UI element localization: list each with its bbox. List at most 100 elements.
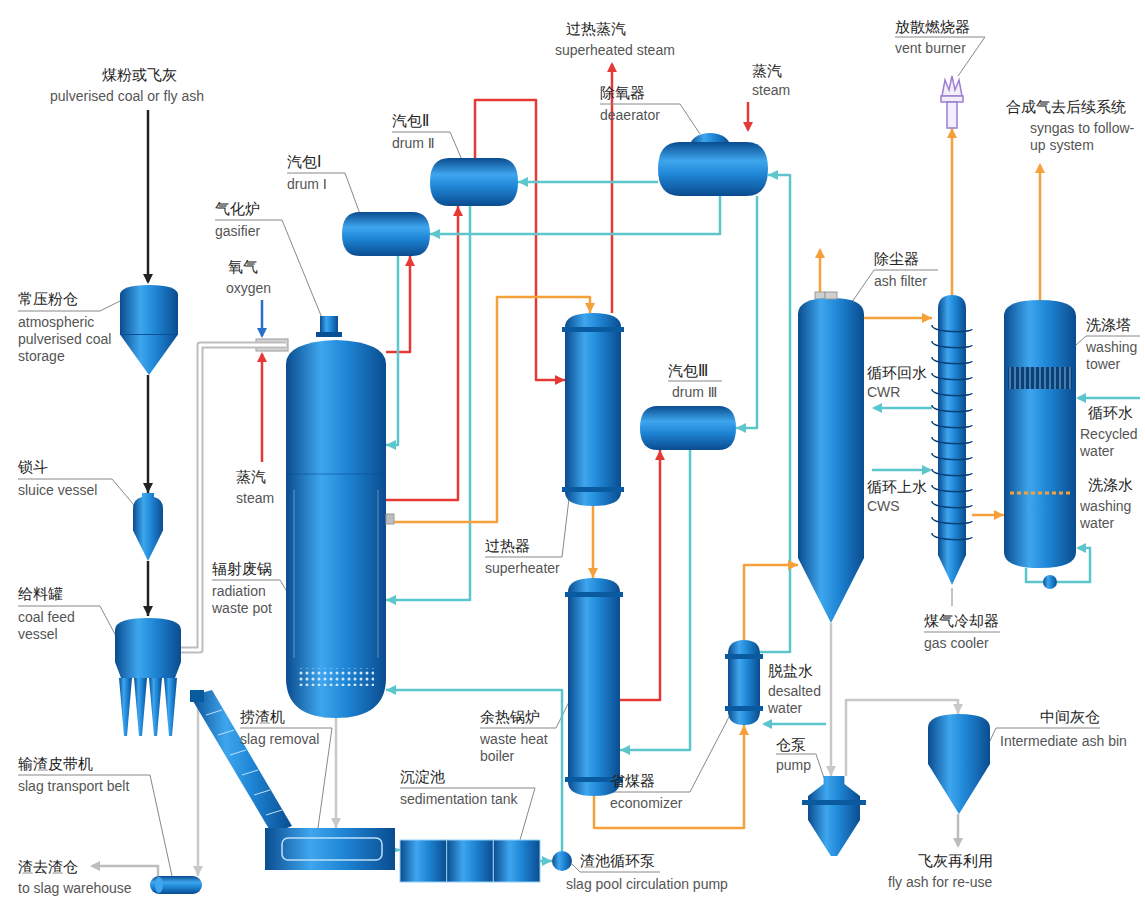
equipment-label: 锁斗 — [18, 458, 48, 476]
stream-label: pulverised coal or fly ash — [50, 88, 204, 105]
equipment-shape — [932, 295, 972, 585]
equipment-shape — [133, 493, 163, 561]
stream-label: fly ash for re-use — [888, 874, 992, 891]
equipment-shape — [808, 776, 860, 856]
arrow-head — [386, 685, 396, 695]
stream-label: steam — [236, 490, 274, 507]
equipment-label-en: gasifier — [215, 223, 260, 240]
equipment: 煤气冷却器gas cooler — [932, 295, 972, 585]
arrow-head — [386, 595, 396, 605]
equipment-shape — [728, 640, 760, 725]
stream-label: 洗涤水 — [1088, 476, 1133, 494]
equipment-label-en: deaerator — [600, 107, 660, 124]
equipment: 放散燃烧器vent burner — [938, 76, 966, 128]
stream-label: 循环回水 — [867, 364, 927, 382]
arrow-head — [739, 725, 749, 735]
pipe-line — [475, 100, 565, 385]
leader-line — [668, 381, 722, 382]
equipment-label: 仓泵 — [776, 736, 806, 754]
equipment-label-en: superheater — [485, 560, 560, 577]
equipment-label: 汽包Ⅰ — [287, 153, 321, 171]
equipment-shape — [286, 316, 386, 490]
equipment-label-en: vent burner — [895, 40, 966, 57]
equipment: 汽包Ⅲdrum Ⅲ — [640, 406, 736, 450]
arrow-head — [430, 229, 440, 239]
leader-line — [215, 220, 322, 318]
equipment-label: 洗涤塔 — [1086, 316, 1131, 334]
stream-label: 蒸汽 — [752, 62, 782, 80]
equipment: 洗涤塔washing tower — [1004, 300, 1076, 568]
pipe-line — [864, 313, 932, 323]
leader-line — [480, 700, 570, 728]
arrow-head — [143, 483, 153, 493]
equipment-label-en: gas cooler — [924, 635, 989, 652]
equipment-label: 余热锅炉 — [480, 708, 540, 726]
equipment-label: 中间灰仓 — [1040, 708, 1100, 726]
pipe-line — [193, 703, 203, 876]
stream-label: washing water — [1080, 498, 1140, 532]
stream-label: 煤粉或飞灰 — [102, 66, 177, 84]
equipment: 常压粉仓atmospheric pulverised coal storage — [120, 285, 178, 375]
arrow-head — [405, 256, 415, 266]
stream-label: 蒸汽 — [236, 468, 266, 486]
equipment: 余热锅炉waste heat boiler — [568, 578, 620, 796]
equipment-shape — [430, 158, 518, 206]
arrow-head — [826, 766, 836, 776]
equipment-label-en: slag pool circulation pump — [566, 876, 728, 893]
equipment-label: 常压粉仓 — [18, 290, 78, 308]
equipment-label: 除氧器 — [600, 84, 645, 102]
leader-line — [287, 173, 360, 214]
arrow-head — [788, 560, 798, 570]
stream-label: 循环水 — [1088, 404, 1133, 422]
stream-label: CWR — [867, 384, 900, 401]
leader-line — [610, 715, 730, 792]
equipment-shape — [640, 406, 736, 450]
equipment-label-en: atmospheric pulverised coal storage — [18, 314, 113, 364]
leader-line — [392, 132, 462, 160]
equipment-label-en: waste heat boiler — [480, 731, 560, 765]
equipment: 锁斗sluice vessel — [133, 493, 163, 561]
equipment-label: 汽包Ⅲ — [668, 362, 708, 380]
equipment-label: 输渣皮带机 — [18, 755, 93, 773]
equipment-shape — [565, 313, 621, 506]
equipment: 捞渣机slag removal — [190, 690, 395, 875]
equipment: 除尘器ash filter — [798, 298, 864, 623]
equipment: 辐射废锅radiation waste pot — [286, 490, 386, 718]
pipe-line — [588, 506, 598, 578]
equipment: 过热器superheater — [565, 313, 621, 506]
pipe-line — [143, 375, 153, 493]
arrow-head — [947, 128, 957, 138]
equipment-label: 渣池循环泵 — [580, 852, 655, 870]
arrow-head — [453, 206, 463, 216]
equipment-shape — [286, 490, 386, 718]
pipe-line — [386, 206, 470, 605]
equipment: 气化炉gasifier — [286, 316, 386, 490]
equipment-label-en: pump — [776, 757, 811, 774]
arrow-head — [953, 704, 963, 714]
equipment-label: 过热器 — [485, 537, 530, 555]
equipment-shape — [798, 298, 864, 623]
leader-line — [924, 632, 1000, 633]
equipment-shape — [568, 578, 620, 796]
pipe-line — [744, 560, 798, 640]
equipment-shape — [400, 840, 540, 882]
arrow-head — [585, 303, 595, 313]
equipment: 除氧器deaerator — [658, 132, 768, 196]
equipment-label-en: radiation waste pot — [212, 583, 284, 617]
equipment-label: 捞渣机 — [240, 708, 285, 726]
stream-label: oxygen — [226, 280, 271, 297]
equipment-label: 放散燃烧器 — [895, 18, 970, 36]
pipe-line — [386, 685, 562, 851]
stream-label: 合成气去后续系统 — [1006, 98, 1126, 116]
stream-label: 飞灰再利用 — [918, 852, 993, 870]
leader-line — [776, 754, 824, 778]
equipment-shape — [120, 285, 178, 375]
stream-label: 循环上水 — [867, 478, 927, 496]
pipe-line — [181, 345, 286, 650]
equipment: 汽包Ⅰdrum Ⅰ — [342, 212, 430, 256]
equipment-label: 气化炉 — [215, 200, 260, 218]
pipe-line — [386, 256, 398, 450]
stream-label: 过热蒸汽 — [566, 20, 626, 38]
pipe-line — [972, 510, 1004, 520]
equipment-label-en: sedimentation tank — [400, 791, 550, 808]
